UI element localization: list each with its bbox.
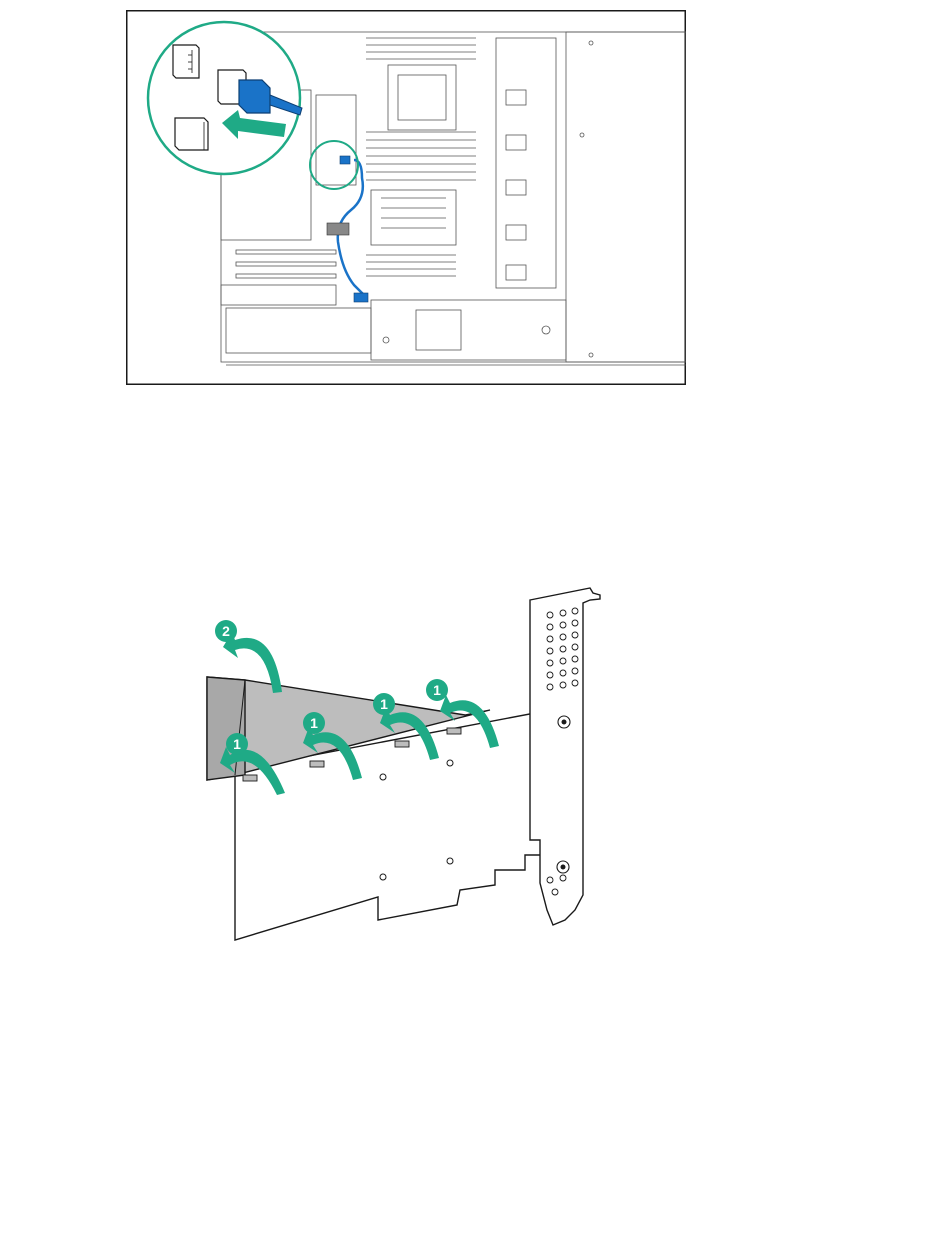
svg-text:1: 1 [233,736,241,752]
bracket-removal-figure: 2 1 1 1 1 [195,585,615,945]
svg-text:1: 1 [310,715,318,731]
pci-bracket [530,588,600,925]
callout-step-1: 1 [426,679,448,701]
callout-step-1: 1 [373,693,395,715]
svg-text:1: 1 [380,696,388,712]
server-cabling-figure [126,10,686,385]
callout-step-2: 2 [215,620,237,642]
callout-step-1: 1 [226,733,248,755]
magnifier-circle-icon [148,22,302,174]
svg-text:1: 1 [433,682,441,698]
svg-text:2: 2 [222,623,230,639]
callout-step-1: 1 [303,712,325,734]
